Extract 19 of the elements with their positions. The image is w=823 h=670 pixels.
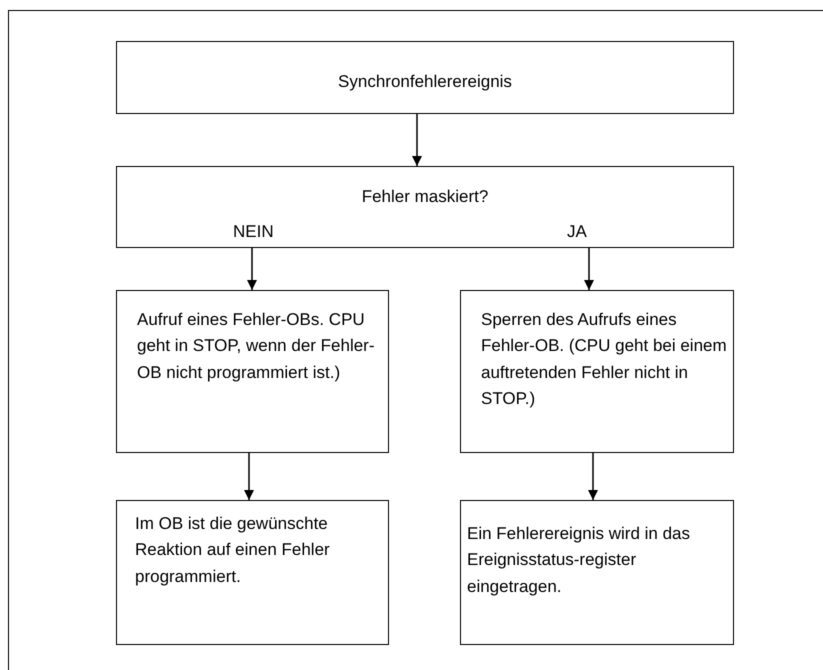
arrow xyxy=(588,453,598,500)
step-text: Im OB ist die gewünschte Reaktion auf einen Fehler programmiert. xyxy=(135,513,331,588)
process-box xyxy=(460,290,734,453)
arrow xyxy=(247,248,257,290)
arrow xyxy=(244,453,254,500)
question-text: Fehler maskiert? xyxy=(360,186,490,208)
process-box xyxy=(116,500,389,645)
process-box xyxy=(460,500,734,645)
process-box xyxy=(116,41,734,114)
event-text: Synchronfehlerereignis xyxy=(337,71,513,93)
step-text: Sperren des Aufrufs eines Fehler-OB. (CPU geht bei einem auftretenden Fehler nicht in STOP.) xyxy=(481,309,727,410)
branch-label: JA xyxy=(567,221,587,242)
arrow xyxy=(584,248,594,290)
branch-label: NEIN xyxy=(233,221,274,242)
arrow xyxy=(412,114,422,166)
step-text: Ein Fehlerereignis wird in das Ereignisstatus-register eingetragen. xyxy=(467,523,691,598)
process-box xyxy=(116,290,389,453)
decision-box xyxy=(116,166,734,248)
step-text: Aufruf eines Fehler-OBs. CPU geht in STOP, wenn der Fehler-OB nicht programmiert ist.) xyxy=(137,309,376,384)
